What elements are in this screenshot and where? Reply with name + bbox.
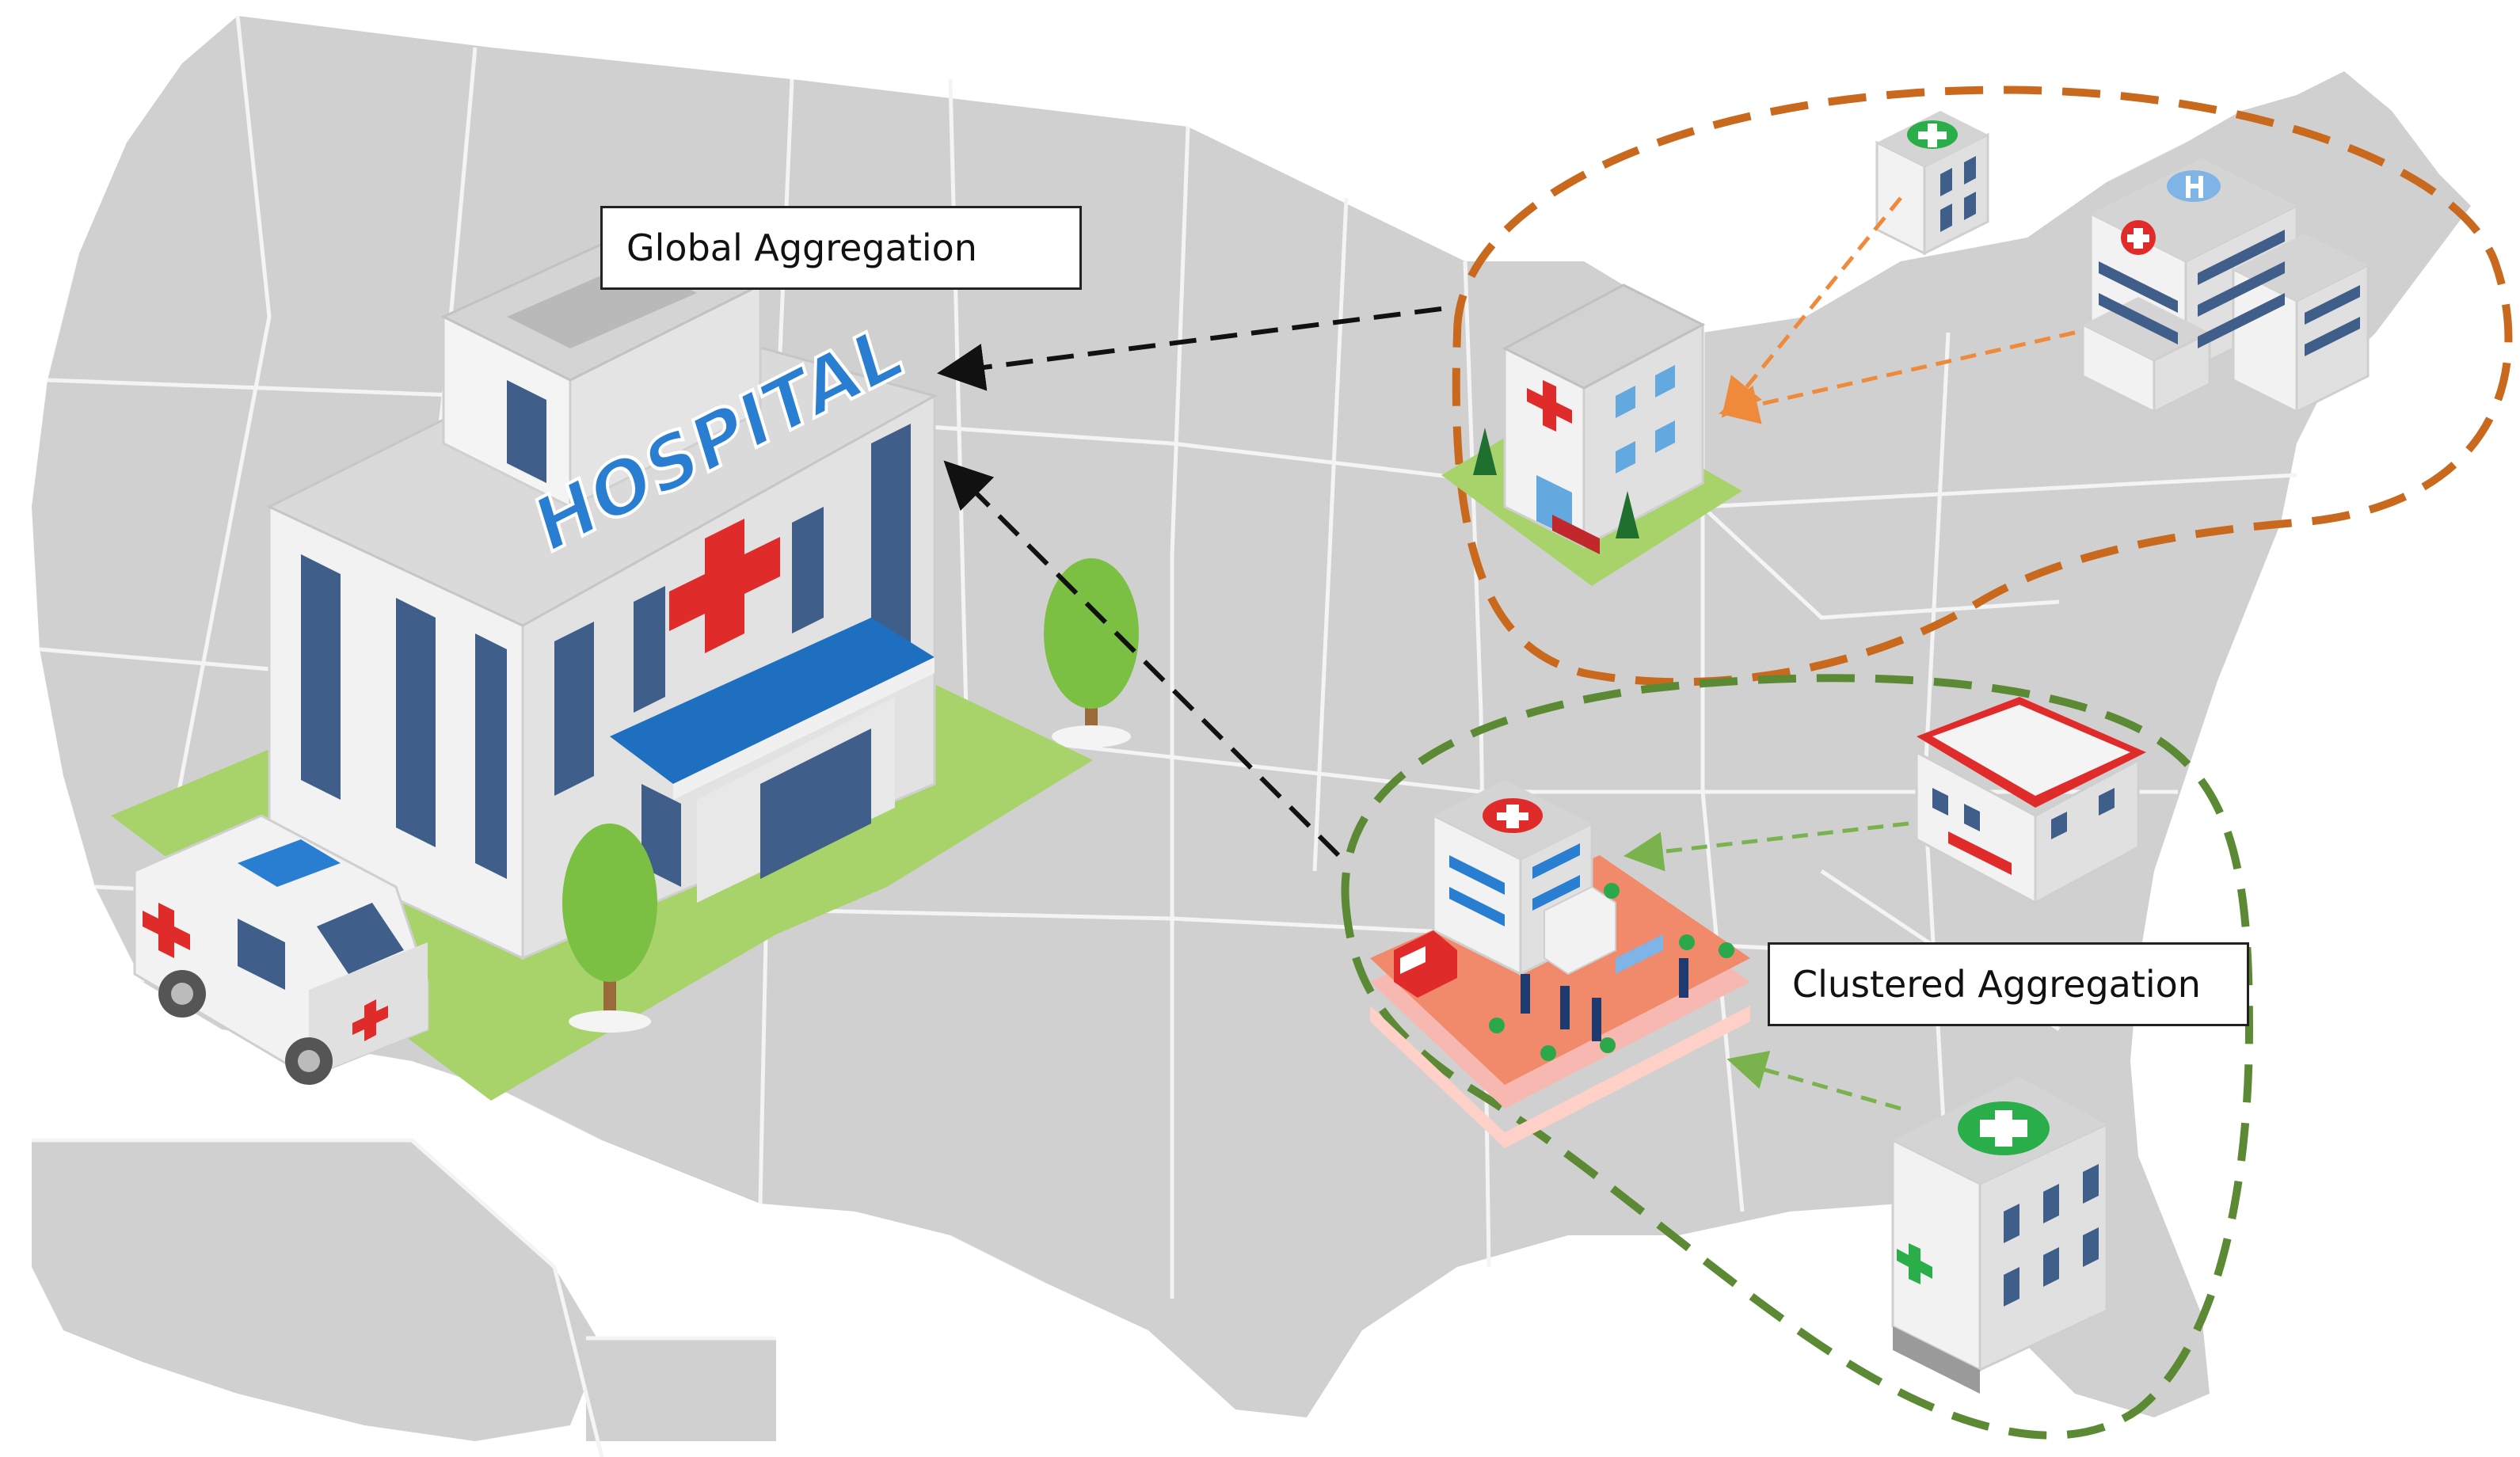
clinic-building-icon [1915,697,2146,905]
tree-icon [562,824,657,1033]
global-aggregation-label: Global Aggregation [600,206,1082,290]
alaska [32,1140,602,1441]
green-arrow [1726,1050,1901,1111]
pharmacy-building-icon [1891,1077,2108,1394]
pharmacy-building-icon [1875,111,1989,256]
clinic-building-icon [1441,283,1742,586]
green-arrow [1624,821,1909,872]
tree-icon [1044,558,1139,748]
red-cross-icon [669,519,780,653]
orange-arrow [1719,330,2076,424]
global-arrow [943,460,1341,858]
clustered-aggregation-label: Clustered Aggregation [1768,942,2249,1026]
global-aggregation-text: Global Aggregation [626,226,977,269]
clustered-aggregation-text: Clustered Aggregation [1792,963,2201,1006]
orange-cluster-boundary [1452,86,2513,687]
hawaii [586,1338,776,1441]
ambulance-icon [133,814,429,1085]
green-cluster-boundary [1341,674,2254,1440]
medical-campus-icon [1370,780,1750,1148]
orange-arrow [1721,196,1902,418]
hospital-complex-icon [2081,158,2370,414]
global-arrow [937,306,1442,391]
